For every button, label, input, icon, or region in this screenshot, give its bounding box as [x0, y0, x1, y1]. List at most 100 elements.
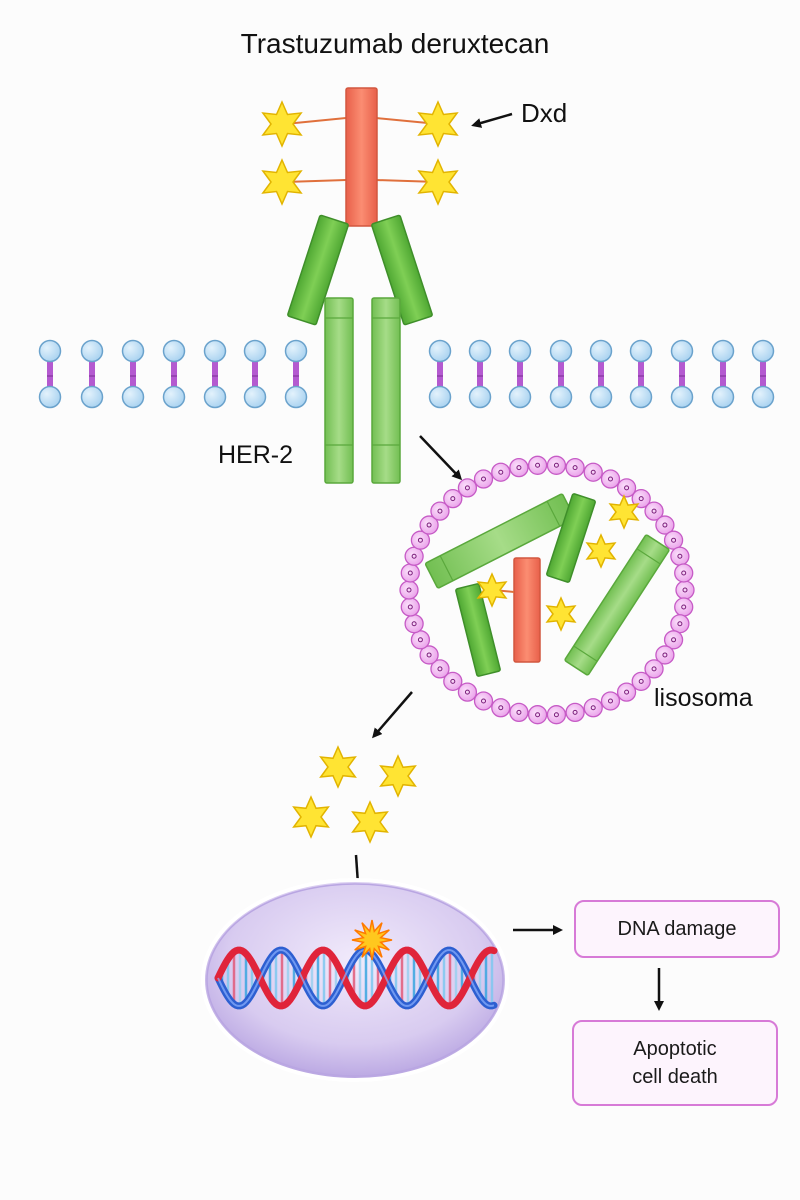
- lysosome-membrane-bead: [491, 698, 511, 718]
- antibody-arm-right: [371, 214, 433, 326]
- lysosome-membrane-bead: [546, 455, 567, 475]
- lysosome-membrane-bead: [600, 469, 621, 489]
- dxd-star-icon: [585, 533, 617, 569]
- fragment-long-right: [564, 534, 670, 676]
- phospholipid: [121, 339, 145, 409]
- lysosome-membrane-bead: [644, 501, 664, 521]
- apoptosis-line-1: Apoptotic: [633, 1038, 717, 1060]
- lysosome-membrane-bead: [670, 614, 690, 634]
- lysosome-membrane-bead: [509, 457, 529, 478]
- apoptosis-line-2: cell death: [632, 1066, 718, 1088]
- dna-strand-red: [214, 946, 498, 1010]
- lysosome-membrane-bead: [674, 563, 694, 583]
- diagram-title: Trastuzumab deruxtecan: [241, 28, 550, 59]
- released-payload-in-lysosome: [476, 494, 640, 632]
- dxd-label: Dxd: [521, 98, 567, 128]
- lysosome-membrane-bead: [430, 501, 450, 521]
- lysosome-membrane-bead: [644, 659, 664, 679]
- apoptotic-cell-death-box: Apoptotic cell death: [572, 1020, 778, 1106]
- dna-damage-burst-icon: [351, 919, 393, 961]
- lysosome-membrane-bead: [616, 682, 637, 702]
- antibody-central-column: [345, 87, 378, 227]
- lysosome-membrane-bead: [410, 630, 431, 650]
- dxd-star-icon: [261, 158, 303, 206]
- lysosome-membrane: [399, 455, 695, 725]
- phospholipid: [243, 339, 267, 409]
- lysosome-membrane-bead: [509, 702, 529, 723]
- phospholipid: [428, 339, 452, 409]
- phospholipid: [751, 339, 775, 409]
- lysosome-membrane-bead: [399, 580, 419, 600]
- phospholipid: [589, 339, 613, 409]
- lysosome-membrane-bead: [600, 691, 621, 711]
- lysosome-membrane-bead: [663, 530, 684, 550]
- lysosome-membrane-bead: [565, 457, 585, 478]
- lysosome-membrane-bead: [675, 580, 695, 600]
- cell-membrane: [38, 339, 775, 409]
- phospholipid: [284, 339, 308, 409]
- lysosome-membrane-bead: [400, 563, 420, 583]
- lysosome-membrane-bead: [473, 691, 494, 711]
- her2-receptor: [324, 297, 401, 484]
- lysosome-membrane-bead: [655, 515, 675, 535]
- lysosome-membrane-bead: [674, 597, 694, 617]
- lysosome-membrane-bead: [631, 671, 651, 692]
- lysosome-membrane-bead: [473, 469, 494, 489]
- antibody-drug-conjugate: [284, 87, 439, 326]
- fragment-short-top: [546, 493, 596, 583]
- dna-damage-box: DNA damage: [574, 900, 780, 958]
- her2-label: HER-2: [218, 441, 293, 469]
- dxd-pointer-arrow: [471, 112, 513, 128]
- lysosome-membrane-bead: [404, 614, 424, 634]
- lysosome-membrane-bead: [443, 488, 463, 509]
- lysosome-membrane-bead: [616, 478, 637, 498]
- dxd-payload-stars: [261, 100, 459, 206]
- phospholipid: [203, 339, 227, 409]
- lysosome-membrane-bead: [631, 488, 651, 509]
- dna-double-helix: [214, 946, 498, 1010]
- dxd-star-icon: [545, 596, 577, 632]
- dxd-star-icon: [417, 158, 459, 206]
- free-dxd-payload: [292, 745, 417, 844]
- lysosome-membrane-bead: [419, 645, 439, 665]
- phospholipid: [162, 339, 186, 409]
- antibody-arm-left: [287, 214, 349, 326]
- dna-damage-text: DNA damage: [617, 918, 737, 940]
- dxd-star-icon: [417, 100, 459, 148]
- dxd-star-icon: [379, 754, 417, 798]
- lysosome-membrane-bead: [670, 546, 690, 566]
- phospholipid: [549, 339, 573, 409]
- phospholipid: [711, 339, 735, 409]
- phospholipid: [80, 339, 104, 409]
- dxd-star-icon: [319, 745, 357, 789]
- lysosome: [399, 455, 695, 725]
- lysosome-membrane-bead: [457, 682, 478, 702]
- lysosome-membrane-bead: [583, 462, 603, 482]
- dxd-star-icon: [292, 795, 330, 839]
- phospholipid: [468, 339, 492, 409]
- internalization-arrow: [419, 435, 463, 481]
- phospholipid: [38, 339, 62, 409]
- lysosome-membrane-bead: [400, 597, 420, 617]
- lysosome-membrane-bead: [663, 630, 684, 650]
- lysosome-membrane-bead: [565, 702, 585, 723]
- phospholipid: [670, 339, 694, 409]
- lysosome-membrane-bead: [527, 455, 548, 475]
- lysosome-membrane-bead: [430, 659, 450, 679]
- dxd-star-icon: [261, 100, 303, 148]
- lysosome-membrane-bead: [419, 515, 439, 535]
- fragment-red-column: [513, 557, 541, 663]
- lysosome-label: lisosoma: [654, 684, 753, 712]
- phospholipid: [508, 339, 532, 409]
- lysosome-membrane-bead: [583, 698, 603, 718]
- dxd-star-icon: [351, 800, 389, 844]
- lysosome-membrane-bead: [443, 671, 463, 692]
- lysosome-membrane-bead: [491, 462, 511, 482]
- phospholipid: [629, 339, 653, 409]
- lysosome-membrane-bead: [457, 478, 478, 498]
- lysosome-membrane-bead: [410, 530, 431, 550]
- lysosome-membrane-bead: [404, 546, 424, 566]
- dxd-star-icon: [476, 572, 508, 608]
- fragment-short-left: [455, 583, 501, 677]
- lysosome-membrane-bead: [546, 705, 567, 725]
